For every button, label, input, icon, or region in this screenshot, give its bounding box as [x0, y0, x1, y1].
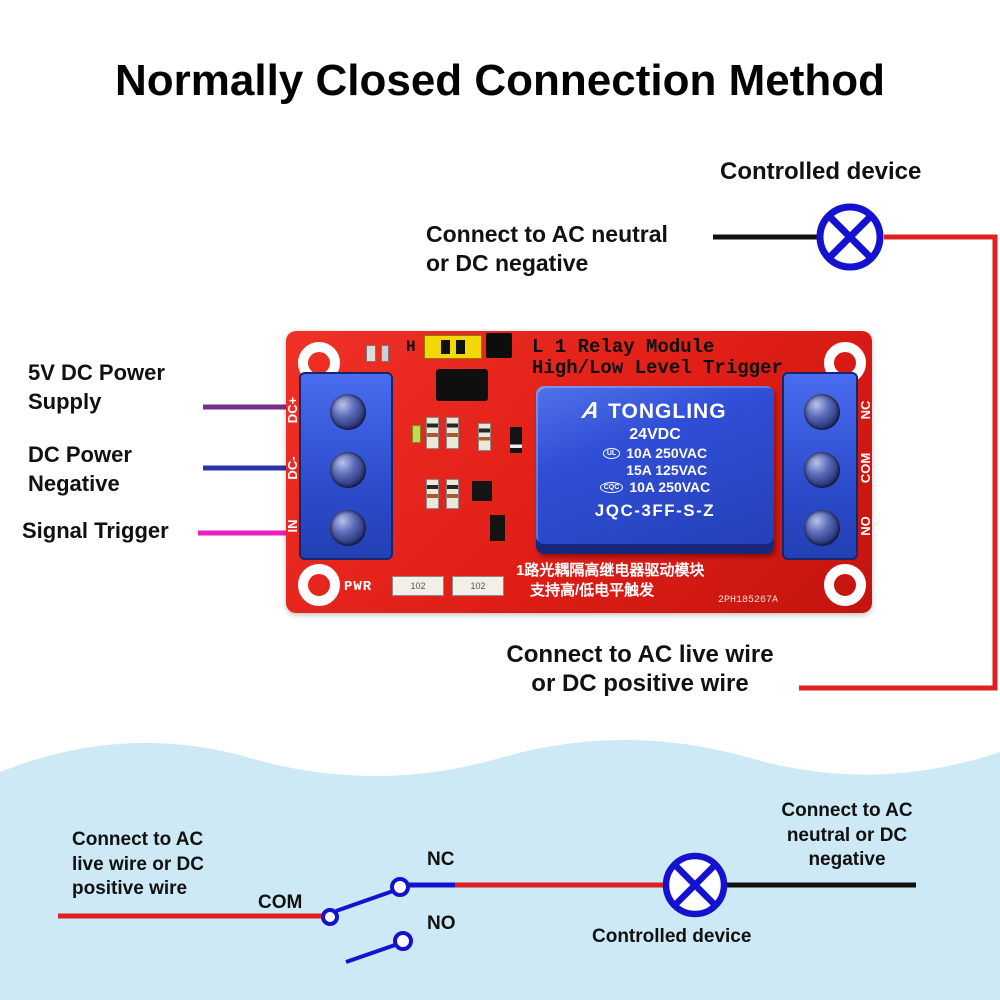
- optocoupler-ic: [436, 369, 488, 401]
- controlled-device-lamp-top-icon: [816, 203, 884, 271]
- terminal-screw-in: [330, 510, 366, 546]
- neutral-connection-label-bottom: Connect to AC neutral or DC negative: [752, 799, 942, 873]
- controlled-device-label-top: Controlled device: [720, 158, 922, 185]
- b-neutral-line-1: Connect to AC: [781, 800, 913, 821]
- controlled-device-label-bottom: Controlled device: [592, 926, 752, 947]
- terminal-label-in: IN: [285, 519, 300, 533]
- relay-rating-row-3: CQC 10A 250VAC: [599, 479, 711, 495]
- relay-component: A TONGLING 24VDC UL 10A 250VAC UL 15A 12…: [536, 386, 774, 554]
- terminal-label-nc: NC: [858, 400, 873, 420]
- relay-model: JQC-3FF-S-Z: [594, 501, 716, 520]
- b-live-line-3: positive wire: [72, 878, 188, 900]
- com-label: COM: [258, 892, 303, 913]
- terminal-screw-no: [804, 510, 840, 546]
- board-serial: 2PH185267A: [718, 595, 779, 606]
- terminal-label-dc-plus: DC+: [285, 396, 300, 424]
- relay-rating-2: 15A 125VAC: [626, 462, 708, 478]
- live-label-line-1: Connect to AC live wire: [506, 641, 774, 668]
- resistor-network: 102: [452, 576, 504, 596]
- relay-brand: TONGLING: [608, 400, 727, 423]
- live-connection-label-top: Connect to AC live wire or DC positive w…: [470, 640, 810, 699]
- pwr-label: PWR: [344, 579, 373, 595]
- relay-brand-row: A TONGLING: [579, 397, 727, 424]
- water-wave-background: [0, 740, 1000, 1000]
- terminal-screw-com: [804, 452, 840, 488]
- relay-voltage: 24VDC: [629, 426, 681, 443]
- trigger-jumper: [424, 335, 482, 359]
- ul-mark-icon: UL: [602, 447, 621, 459]
- switch-arm-alt: [345, 943, 396, 964]
- terminal-label-no: NO: [858, 516, 873, 536]
- power-label-line-1: 5V DC Power: [28, 360, 165, 385]
- resistor: [446, 417, 459, 449]
- transistor: [490, 515, 505, 541]
- power-supply-label: 5V DC Power Supply: [28, 358, 165, 416]
- resistor: [478, 423, 491, 451]
- relay-rating-row-2: UL 15A 125VAC: [603, 462, 707, 478]
- cqc-mark-icon: CQC: [599, 481, 624, 493]
- relay-rating-row-1: UL 10A 250VAC: [602, 445, 708, 461]
- no-contact: [393, 931, 413, 951]
- output-terminal-block: [782, 372, 858, 560]
- tongling-logo-icon: A: [578, 397, 606, 423]
- controlled-device-lamp-bottom-icon: [662, 852, 728, 918]
- relay-rating-3: 10A 250VAC: [629, 479, 711, 495]
- input-terminal-block: [299, 372, 393, 560]
- terminal-label-com: COM: [858, 452, 873, 484]
- negative-label-line-2: Negative: [28, 471, 120, 497]
- jumper-slot: [456, 340, 465, 354]
- terminal-label-dc-minus: DC-: [285, 456, 300, 480]
- jumper-h-label: H: [406, 338, 416, 356]
- live-wire-top: [799, 234, 998, 691]
- relay-rating-1: 10A 250VAC: [626, 445, 708, 461]
- resistor: [426, 479, 439, 509]
- mounting-hole: [824, 564, 866, 606]
- status-led: [412, 425, 421, 443]
- b-live-line-2: live wire or DC: [72, 853, 204, 875]
- terminal-screw-nc: [804, 394, 840, 430]
- neutral-label-line-2: or DC negative: [426, 249, 589, 276]
- live-connection-label-bottom: Connect to AC live wire or DC positive w…: [72, 828, 204, 902]
- live-label-line-2: or DC positive wire: [531, 670, 749, 698]
- jumper-slot: [441, 340, 450, 354]
- resistor-network: 102: [392, 576, 444, 596]
- neutral-label-line-1: Connect to AC neutral: [426, 221, 668, 247]
- relay-module-board: H L 1 Relay Module High/Low Level Trigge…: [285, 331, 873, 613]
- b-live-line-1: Connect to AC: [72, 829, 204, 850]
- module-title: L 1 Relay Module: [532, 336, 715, 358]
- nc-label: NC: [427, 849, 455, 870]
- module-trigger-cn: 支持高/低电平触发: [530, 582, 655, 599]
- no-label: NO: [427, 913, 456, 934]
- capacitor: [366, 345, 376, 362]
- dc-negative-label: DC Power Negative: [28, 440, 132, 498]
- mounting-hole: [298, 564, 340, 606]
- switch-arm: [335, 889, 394, 913]
- negative-label-line-1: DC Power: [28, 442, 132, 467]
- module-description-cn: 1路光耦隔高继电器驱动模块: [516, 562, 705, 579]
- capacitor: [381, 345, 389, 362]
- com-contact: [321, 908, 339, 926]
- nc-contact: [390, 877, 410, 897]
- transistor: [472, 481, 492, 501]
- resistor: [426, 417, 439, 449]
- jumper-chip: [486, 333, 512, 358]
- lamp-cross-line: [671, 861, 719, 909]
- diode: [510, 427, 522, 453]
- resistor: [446, 479, 459, 509]
- neutral-connection-label-top: Connect to AC neutral or DC negative: [426, 220, 668, 278]
- terminal-screw-dc-plus: [330, 394, 366, 430]
- b-neutral-line-2: neutral or DC: [786, 824, 908, 846]
- terminal-screw-dc-minus: [330, 452, 366, 488]
- b-neutral-line-3: negative: [808, 849, 886, 871]
- page-title: Normally Closed Connection Method: [114, 56, 886, 105]
- power-label-line-2: Supply: [28, 389, 102, 415]
- lamp-cross-line: [825, 212, 875, 262]
- module-subtitle: High/Low Level Trigger: [532, 357, 783, 379]
- signal-trigger-label: Signal Trigger: [22, 518, 169, 543]
